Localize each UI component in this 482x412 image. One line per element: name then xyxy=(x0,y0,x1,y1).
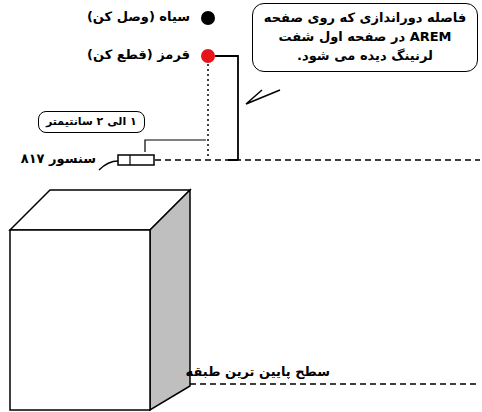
distance-bracket xyxy=(215,56,238,160)
dimension-box: ۱ الی ۲ سانتیمتر xyxy=(38,111,145,133)
callout-box: فاصله دوراندازی که روی صفحه AREM در صفحه… xyxy=(252,3,478,72)
sensor-level-line xyxy=(155,159,480,160)
dotted-drop xyxy=(207,64,209,158)
sensor-body xyxy=(129,155,130,165)
red-terminal xyxy=(201,49,215,63)
cabin-side xyxy=(150,190,190,410)
callout-pointer xyxy=(246,90,280,104)
terminal-label: سیاه (وصل کن) xyxy=(87,9,190,24)
floor-level-line xyxy=(190,383,480,384)
node-text: ۱ الی ۲ سانتیمتر xyxy=(46,114,137,130)
terminal-label: قرمز (قطع کن) xyxy=(87,47,190,62)
black-terminal xyxy=(201,11,215,25)
sensor-label: سنسور ۸۱۷ xyxy=(21,151,96,166)
sensor-cable xyxy=(99,161,118,170)
sensor-body xyxy=(118,155,154,165)
offset-bracket xyxy=(145,140,206,152)
cabin-front xyxy=(10,230,150,410)
node-text: فاصله دوراندازی که روی صفحه AREM در صفحه… xyxy=(261,9,469,66)
floor-label: سطح پایین ترین طبقه xyxy=(186,364,330,379)
